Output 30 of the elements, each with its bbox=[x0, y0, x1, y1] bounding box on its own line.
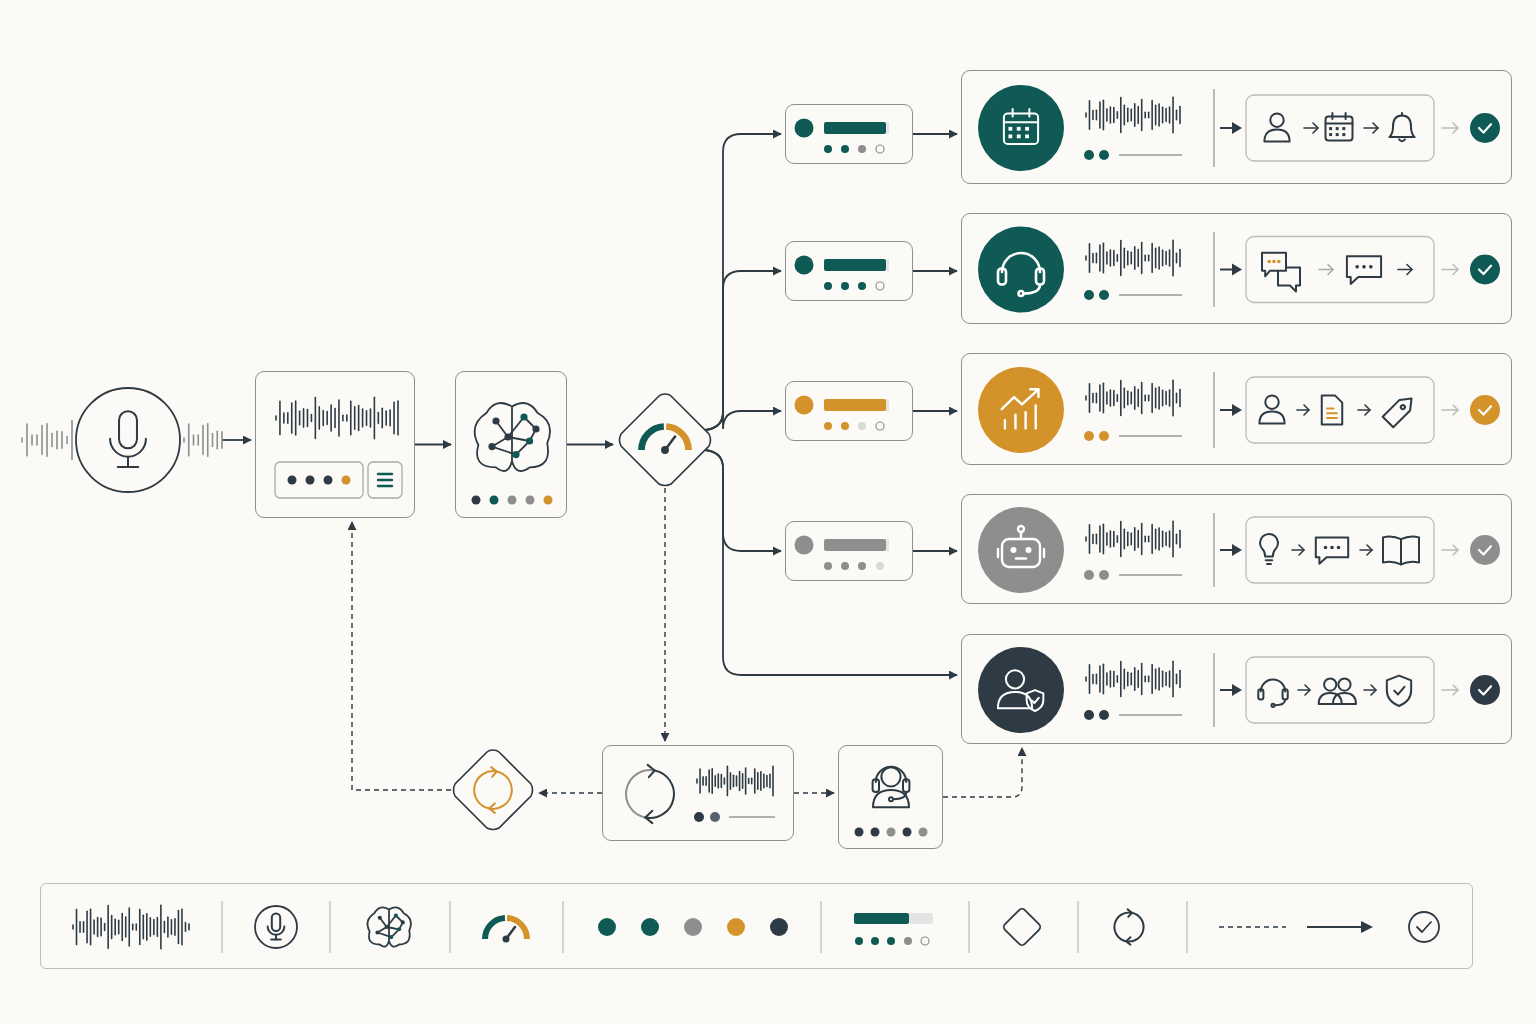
arrow bbox=[704, 449, 958, 680]
dashed-arrow bbox=[660, 487, 670, 742]
arrow bbox=[414, 440, 452, 449]
arrow bbox=[912, 546, 958, 556]
dashed-arrow bbox=[942, 747, 1027, 798]
process-card bbox=[255, 371, 415, 518]
microphone-node bbox=[22, 387, 222, 493]
process-card bbox=[785, 521, 913, 581]
arrow bbox=[704, 406, 782, 431]
process-card bbox=[785, 104, 913, 164]
dashed-arrow bbox=[793, 788, 835, 798]
process-card bbox=[455, 371, 567, 518]
process-card bbox=[785, 381, 913, 441]
process-card bbox=[961, 353, 1512, 465]
arrow bbox=[566, 440, 614, 449]
process-card bbox=[785, 241, 913, 301]
arrow bbox=[912, 406, 958, 416]
process-card bbox=[961, 70, 1512, 184]
dashed-arrow bbox=[538, 788, 603, 798]
process-card bbox=[961, 213, 1512, 324]
process-card bbox=[602, 745, 794, 841]
dashed-arrow bbox=[347, 521, 452, 791]
arrow bbox=[912, 129, 958, 139]
process-card bbox=[838, 745, 943, 849]
process-card bbox=[961, 494, 1512, 604]
process-card bbox=[961, 634, 1512, 744]
arrow bbox=[912, 266, 958, 276]
decision-diamond bbox=[451, 748, 535, 832]
arrow bbox=[221, 435, 252, 445]
decision-diamond bbox=[617, 392, 713, 488]
